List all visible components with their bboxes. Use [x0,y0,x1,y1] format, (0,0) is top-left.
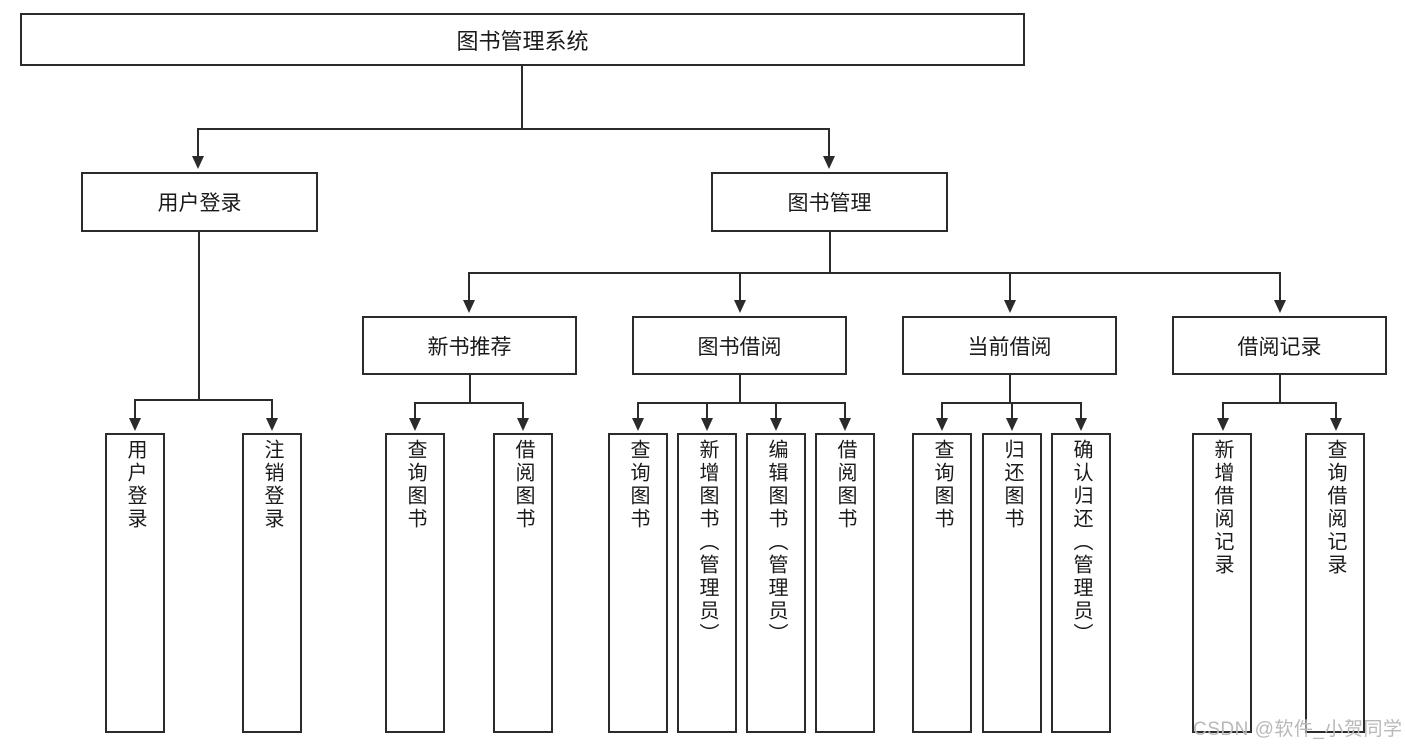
arrowhead-to-book-borrow [734,300,746,313]
node-label: 用户登录 [157,192,242,215]
leaf-label: 查询借阅记录 [1324,439,1346,577]
connector-bookmanage-drop-2 [739,272,741,302]
node-book-borrow[interactable]: 图书借阅 [632,316,847,375]
connector-recommend-stem [469,375,471,403]
node-new-book-recommend[interactable]: 新书推荐 [362,316,577,375]
arrowhead-to-leaf-confirm-return [1075,418,1087,431]
arrowhead-to-leaf-user-login [129,418,141,431]
node-root-system[interactable]: 图书管理系统 [20,13,1025,66]
leaf-label: 用户登录 [124,439,146,531]
node-current-borrow[interactable]: 当前借阅 [902,316,1117,375]
node-label: 图书借阅 [697,335,782,359]
leaf-label: 新增图书（管理员） [696,439,718,646]
arrowhead-to-leaf-borrow-book-b [839,418,851,431]
leaf-query-book-current[interactable]: 查询图书 [912,433,972,733]
node-label: 当前借阅 [967,335,1052,359]
connector-bookmanage-drop-4 [1279,272,1281,302]
arrowhead-to-leaf-borrow-book-a [517,418,529,431]
connector-userlogin-drop-2 [271,399,273,420]
leaf-add-book-admin[interactable]: 新增图书（管理员） [677,433,737,733]
connector-bookborrow-stem [739,375,741,403]
connector-bookborrow-bus [637,402,845,404]
leaf-user-login[interactable]: 用户登录 [105,433,165,733]
arrowhead-to-leaf-logout [266,418,278,431]
connector-bookmanage-drop-3 [1009,272,1011,302]
connector-root-bus [197,128,830,130]
leaf-label: 新增借阅记录 [1211,439,1233,577]
leaf-logout[interactable]: 注销登录 [242,433,302,733]
leaf-borrow-book-recommend[interactable]: 借阅图书 [493,433,553,733]
arrowhead-to-leaf-add-book [701,418,713,431]
arrowhead-to-leaf-query-book-c [936,418,948,431]
arrowhead-to-book-manage [823,156,835,169]
connector-root-stem [521,66,523,129]
arrowhead-to-current-borrow [1004,300,1016,313]
arrowhead-to-leaf-add-record [1217,418,1229,431]
connector-currentborrow-drop-1 [941,402,943,420]
leaf-label: 查询图书 [627,439,649,531]
connector-bookmanage-drop-1 [468,272,470,302]
csdn-watermark: CSDN @软件_小贺同学 [1193,719,1403,740]
connector-borrowrecord-drop-1 [1222,402,1224,420]
connector-bookborrow-drop-1 [637,402,639,420]
node-label: 图书管理 [787,192,872,215]
leaf-query-book-borrow[interactable]: 查询图书 [608,433,668,733]
node-book-management[interactable]: 图书管理 [711,172,948,232]
leaf-query-book-recommend[interactable]: 查询图书 [385,433,445,733]
connector-bookborrow-drop-2 [706,402,708,420]
node-borrow-record[interactable]: 借阅记录 [1172,316,1387,375]
leaf-add-borrow-record[interactable]: 新增借阅记录 [1192,433,1252,733]
node-label: 借阅记录 [1237,335,1322,359]
connector-userlogin-bus [134,399,271,401]
arrowhead-to-leaf-return-book [1006,418,1018,431]
connector-userlogin-stem [198,232,200,400]
arrowhead-to-leaf-query-record [1330,418,1342,431]
connector-root-drop-2 [828,128,830,158]
connector-borrowrecord-drop-2 [1335,402,1337,420]
connector-recommend-drop-2 [522,402,524,420]
connector-currentborrow-drop-2 [1011,402,1013,420]
connector-currentborrow-stem [1009,375,1011,403]
arrowhead-to-leaf-edit-book [770,418,782,431]
leaf-label: 归还图书 [1001,439,1023,531]
leaf-borrow-book[interactable]: 借阅图书 [815,433,875,733]
leaf-label: 注销登录 [261,439,283,531]
arrowhead-to-borrow-record [1274,300,1286,313]
connector-root-drop-1 [197,128,199,158]
leaf-label: 确认归还（管理员） [1070,439,1092,646]
leaf-label: 查询图书 [404,439,426,531]
node-user-login[interactable]: 用户登录 [81,172,318,232]
arrowhead-to-leaf-query-book-a [409,418,421,431]
leaf-query-borrow-record[interactable]: 查询借阅记录 [1305,433,1365,733]
leaf-return-book[interactable]: 归还图书 [982,433,1042,733]
leaf-label: 借阅图书 [512,439,534,531]
node-label: 图书管理系统 [456,28,589,54]
connector-bookborrow-drop-3 [775,402,777,420]
leaf-label: 查询图书 [931,439,953,531]
leaf-label: 编辑图书（管理员） [765,439,787,646]
connector-recommend-bus [414,402,524,404]
connector-userlogin-drop-1 [134,399,136,420]
leaf-label: 借阅图书 [834,439,856,531]
connector-borrowrecord-stem [1279,375,1281,403]
connector-bookmanage-stem [829,232,831,273]
arrowhead-to-leaf-query-book-b [632,418,644,431]
arrowhead-to-user-login [192,156,204,169]
arrowhead-to-new-book-recommend [463,300,475,313]
leaf-confirm-return-admin[interactable]: 确认归还（管理员） [1051,433,1111,733]
leaf-edit-book-admin[interactable]: 编辑图书（管理员） [746,433,806,733]
connector-borrowrecord-bus [1222,402,1337,404]
connector-currentborrow-drop-3 [1080,402,1082,420]
connector-recommend-drop-1 [414,402,416,420]
node-label: 新书推荐 [427,335,512,359]
connector-bookmanage-bus [468,272,1280,274]
connector-bookborrow-drop-4 [844,402,846,420]
